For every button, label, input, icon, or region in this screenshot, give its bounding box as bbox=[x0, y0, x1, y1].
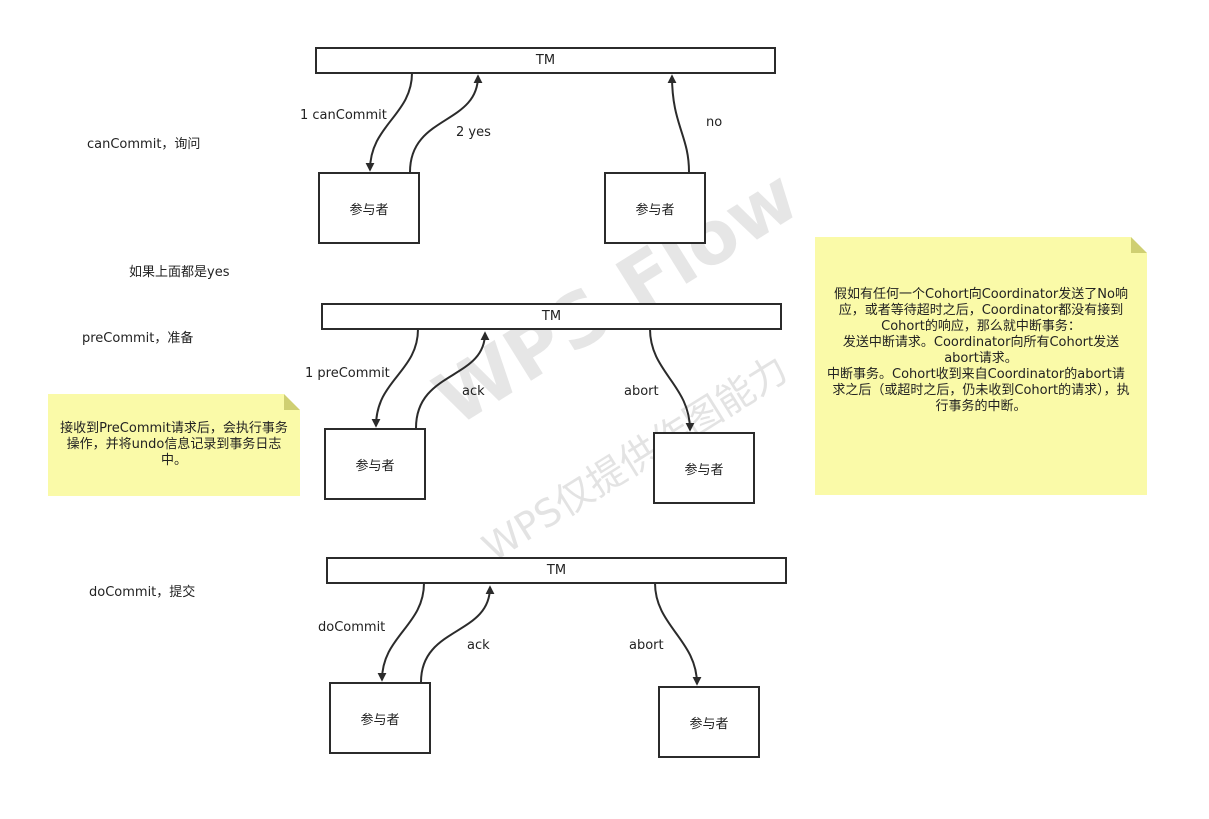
note-fold-corner bbox=[284, 394, 300, 410]
step-label-docommit: doCommit，提交 bbox=[89, 585, 196, 600]
tm-box-cancommit[interactable]: TM bbox=[315, 47, 776, 74]
abort-note-line: abort请求。 bbox=[944, 351, 1018, 366]
step-label-cancommit: canCommit，询问 bbox=[87, 137, 201, 152]
arrow-label-abort-precommit: abort bbox=[624, 384, 659, 399]
arrow-label-ack-docommit: ack bbox=[467, 638, 490, 653]
participant-box-cancommit-right[interactable]: 参与者 bbox=[604, 172, 706, 244]
abort-note-line: 求之后（或超时之后，仍未收到Cohort的请求），执 bbox=[832, 383, 1130, 398]
arrow-precommit-ack bbox=[415, 331, 490, 429]
condition-label: 如果上面都是yes bbox=[129, 265, 230, 280]
arrow-cancommit-yes bbox=[409, 74, 483, 173]
arrow-cancommit-no bbox=[667, 74, 690, 173]
arrow-label-ack-precommit: ack bbox=[462, 384, 485, 399]
note-fold-corner bbox=[1131, 237, 1147, 253]
participant-box-precommit-left[interactable]: 参与者 bbox=[324, 428, 426, 500]
abort-note-line: 行事务的中断。 bbox=[935, 399, 1027, 414]
tm-box-precommit[interactable]: TM bbox=[321, 303, 782, 330]
participant-box-cancommit-left[interactable]: 参与者 bbox=[318, 172, 420, 244]
arrow-docommit-ack bbox=[420, 585, 495, 683]
arrow-precommit-abort bbox=[649, 328, 695, 432]
precommit-note[interactable]: 接收到PreCommit请求后，会执行事务 操作，并将undo信息记录到事务日志… bbox=[48, 394, 300, 496]
arrow-label-precommit: 1 preCommit bbox=[305, 366, 390, 381]
participant-box-docommit-left[interactable]: 参与者 bbox=[329, 682, 431, 754]
arrow-label-yes: 2 yes bbox=[456, 125, 491, 140]
tm-box-docommit[interactable]: TM bbox=[326, 557, 787, 584]
arrow-label-cancommit: 1 canCommit bbox=[300, 108, 387, 123]
abort-note-line: 假如有任何一个Cohort向Coordinator发送了No响 bbox=[834, 287, 1128, 302]
arrow-docommit-abort bbox=[654, 582, 702, 686]
arrow-label-no: no bbox=[706, 115, 723, 130]
precommit-note-line: 中。 bbox=[160, 453, 187, 468]
arrow-cancommit-request bbox=[365, 72, 413, 172]
participant-box-precommit-right[interactable]: 参与者 bbox=[653, 432, 755, 504]
arrow-docommit-request bbox=[377, 582, 425, 682]
arrow-precommit-request bbox=[371, 328, 419, 428]
arrow-label-abort-docommit: abort bbox=[629, 638, 664, 653]
abort-note-line: 发送中断请求。Coordinator向所有Cohort发送 bbox=[842, 335, 1120, 350]
abort-note-line: 应，或者等待超时之后，Coordinator都没有接到 bbox=[838, 303, 1124, 318]
step-label-precommit: preCommit，准备 bbox=[82, 331, 194, 346]
abort-note-line: Cohort的响应，那么就中断事务： bbox=[881, 319, 1081, 334]
abort-note-line: 中断事务。Cohort收到来自Coordinator的abort请 bbox=[827, 367, 1125, 382]
precommit-note-line: 接收到PreCommit请求后，会执行事务 bbox=[60, 421, 288, 436]
abort-note[interactable]: 假如有任何一个Cohort向Coordinator发送了No响 应，或者等待超时… bbox=[815, 237, 1147, 495]
arrow-label-docommit: doCommit bbox=[318, 620, 386, 635]
precommit-note-line: 操作，并将undo信息记录到事务日志 bbox=[66, 437, 282, 452]
participant-box-docommit-right[interactable]: 参与者 bbox=[658, 686, 760, 758]
